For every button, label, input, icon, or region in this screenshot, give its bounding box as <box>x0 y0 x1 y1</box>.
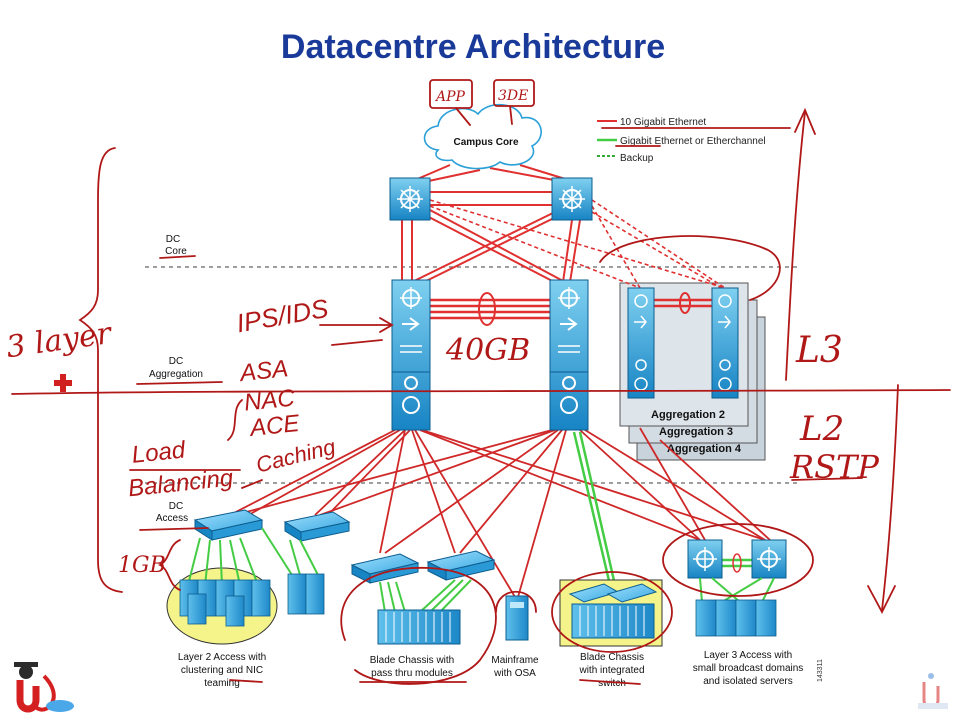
etherchannel-ring <box>478 292 496 326</box>
legend-backup: Backup <box>620 153 654 164</box>
svg-text:Access: Access <box>156 513 188 524</box>
annotation-nac: NAC <box>243 384 297 416</box>
legend-gig: Gigabit Ethernet or Etherchannel <box>620 136 766 147</box>
aggregation-access-links <box>229 427 771 598</box>
svg-text:DC: DC <box>169 501 183 512</box>
svg-text:Blade Chassis: Blade Chassis <box>580 652 644 663</box>
campus-core-cloud: Campus Core <box>423 103 542 170</box>
figure-id: 143311 <box>817 659 824 682</box>
svg-text:with OSA: with OSA <box>493 668 536 679</box>
blade-chassis-integrated <box>568 583 658 639</box>
svg-text:Layer 3 Access with: Layer 3 Access with <box>704 650 792 661</box>
blade-switch-b <box>426 550 496 581</box>
l3-access-switch-right <box>751 539 787 579</box>
aggregation-module-switch-left <box>627 287 655 399</box>
caption-layer3: Layer 3 Access with small broadcast doma… <box>693 650 804 687</box>
annotation-l3: L3 <box>795 330 843 371</box>
svg-text:and isolated servers: and isolated servers <box>703 676 793 687</box>
pen-strokes <box>11 79 951 685</box>
server-rack-l2 <box>179 573 325 627</box>
annotation-40gb: 40GB <box>445 333 530 368</box>
annotation-services: IPS/IDS ASA NAC ACE Caching <box>234 293 338 478</box>
gig-links <box>572 431 755 586</box>
core-switch-right <box>551 177 593 221</box>
svg-text:clustering and NIC: clustering and NIC <box>181 665 263 676</box>
svg-text:Load: Load <box>130 436 187 469</box>
svg-text:switch: switch <box>598 678 626 689</box>
gig-links-l2 <box>187 527 319 586</box>
l3-access-switch-left <box>687 539 723 579</box>
svg-text:Mainframe: Mainframe <box>491 655 539 666</box>
aggregation-switch-right <box>549 279 589 431</box>
aggregation-switch-left <box>391 279 431 431</box>
access-switch-l2-b <box>283 511 351 542</box>
layer-label-access: DC Access <box>156 501 188 524</box>
etherchannel-ring-2 <box>679 292 691 314</box>
cloud-label: Campus Core <box>453 137 518 148</box>
svg-text:with integrated: with integrated <box>578 665 644 676</box>
annotation-1gb: 1GB <box>118 553 166 578</box>
aggregation-label-3: Aggregation 3 <box>659 426 733 438</box>
core-interlinks <box>430 191 552 206</box>
layer-label-aggregation: DC Aggregation <box>149 356 203 380</box>
legend: 10 Gigabit Ethernet Gigabit Ethernet or … <box>597 117 766 164</box>
svg-text:pass thru modules: pass thru modules <box>371 668 453 679</box>
medical-cross-icon <box>54 374 72 392</box>
access-switch-l2-a <box>193 509 264 541</box>
svg-text:DC: DC <box>166 234 180 245</box>
svg-text:Blade Chassis with: Blade Chassis with <box>370 655 454 666</box>
logo-icon <box>14 662 74 713</box>
legend-ten-gig: 10 Gigabit Ethernet <box>620 117 706 128</box>
annotation-asa: ASA <box>237 355 290 387</box>
caption-blade-integrated: Blade Chassis with integrated switch <box>578 652 644 689</box>
mainframe <box>505 595 529 641</box>
server-rack-l3 <box>695 599 777 637</box>
annotation-ace: ACE <box>247 410 302 442</box>
watermark-icon <box>918 673 948 709</box>
blade-chassis-passthru <box>377 609 461 645</box>
layer-label-core: DC Core <box>165 234 187 257</box>
caption-mainframe: Mainframe with OSA <box>491 655 539 679</box>
core-aggregation-links <box>401 209 581 286</box>
annotation-ips-ids: IPS/IDS <box>234 293 331 339</box>
gig-links-l3 <box>699 577 775 603</box>
svg-text:small broadcast domains: small broadcast domains <box>693 663 804 674</box>
svg-text:Core: Core <box>165 246 187 257</box>
caption-blade-passthru: Blade Chassis with pass thru modules <box>370 655 454 679</box>
gig-links-blade <box>379 579 472 613</box>
core-agg-modules-links <box>429 199 729 293</box>
svg-text:Layer 2 Access with: Layer 2 Access with <box>178 652 266 663</box>
svg-text:teaming: teaming <box>204 678 240 689</box>
svg-text:DC: DC <box>169 356 183 367</box>
cloud-links <box>407 164 576 186</box>
core-switch-left <box>389 177 431 221</box>
page-title: Datacentre Architecture <box>281 28 665 66</box>
annotation-l2: L2 <box>799 409 844 449</box>
annotation-doodle-3de: 3DE <box>498 88 528 104</box>
aggregation-module-switch-right <box>711 287 739 399</box>
l3-channel-ring <box>732 553 742 573</box>
aggregation-interlinks <box>430 298 712 320</box>
aggregation-label-4: Aggregation 4 <box>667 443 742 455</box>
aggregation-label-2: Aggregation 2 <box>651 409 725 421</box>
annotation-rstp: RSTP <box>789 448 879 486</box>
caption-layer2: Layer 2 Access with clustering and NIC t… <box>178 652 266 689</box>
svg-text:Aggregation: Aggregation <box>149 369 203 380</box>
annotation-doodle-app: APP <box>434 89 466 105</box>
